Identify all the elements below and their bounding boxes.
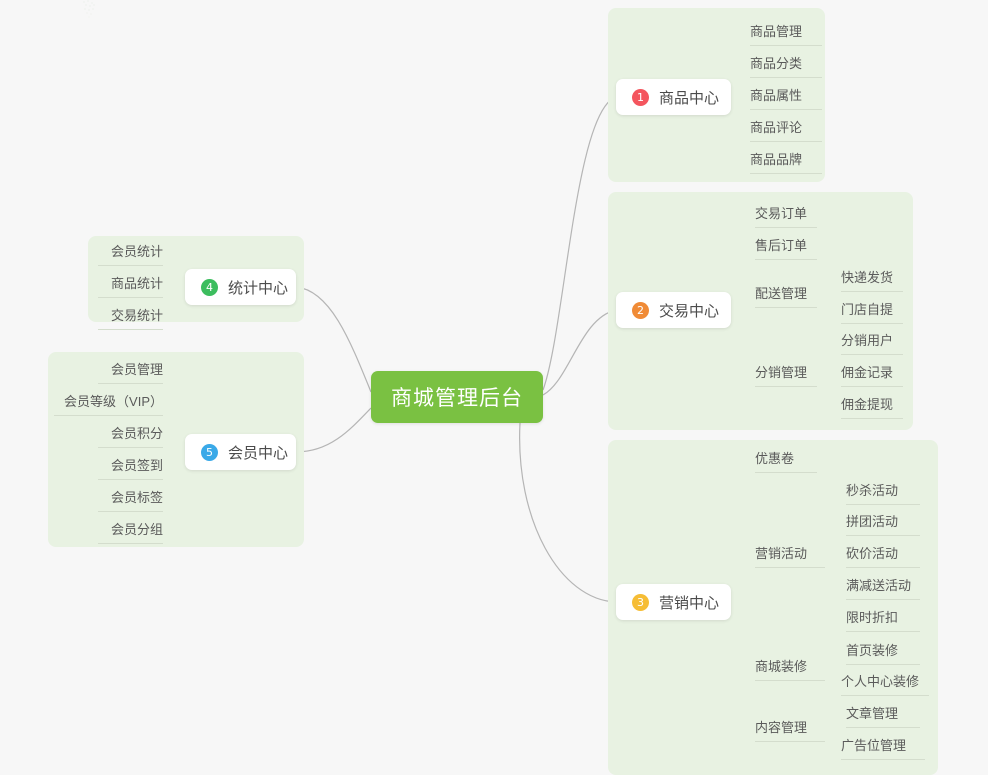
leaf-b1-2[interactable]: 商品属性 [750,88,822,110]
branch-node-4[interactable]: 4 统计中心 [185,269,296,305]
link-root-to-branch-5 [295,407,372,453]
leaf-b3-1-3[interactable]: 满减送活动 [846,578,920,600]
link-root-to-branch-3 [519,422,617,603]
leaf-b1-1[interactable]: 商品分类 [750,56,822,78]
leaf-b3-0[interactable]: 优惠卷 [755,451,817,473]
branch-label-5: 会员中心 [228,444,289,462]
branch-badge-3: 3 [632,593,649,611]
leaf-b2-3-2[interactable]: 佣金提现 [841,397,903,419]
leaf-b4-1[interactable]: 商品统计 [98,276,163,298]
leaf-b5-0[interactable]: 会员管理 [98,362,163,384]
leaf-b5-3[interactable]: 会员签到 [98,458,163,480]
branch-badge-1: 1 [632,88,649,106]
branch-node-3[interactable]: 3 营销中心 [616,584,731,620]
branch-node-2[interactable]: 2 交易中心 [616,292,731,328]
leaf-b1-4[interactable]: 商品品牌 [750,152,822,174]
leaf-b5-5[interactable]: 会员分组 [98,522,163,544]
branch-badge-4: 4 [201,278,218,296]
leaf-b4-2[interactable]: 交易统计 [98,308,163,330]
branch-node-5[interactable]: 5 会员中心 [185,434,296,470]
leaf-b3-2-0[interactable]: 首页装修 [846,643,920,665]
leaf-b2-2[interactable]: 配送管理 [755,286,817,308]
branch-label-4: 统计中心 [228,279,289,297]
branch-label-1: 商品中心 [659,89,720,107]
leaf-b3-1[interactable]: 营销活动 [755,546,825,568]
leaf-b2-3-1[interactable]: 佣金记录 [841,365,903,387]
leaf-b2-0[interactable]: 交易订单 [755,206,817,228]
leaf-b3-1-0[interactable]: 秒杀活动 [846,483,920,505]
leaf-b2-2-1[interactable]: 门店自提 [841,302,903,324]
link-root-to-branch-1 [542,96,617,391]
branch-label-2: 交易中心 [659,302,720,320]
leaf-b3-3-0[interactable]: 文章管理 [846,706,920,728]
leaf-b1-3[interactable]: 商品评论 [750,120,822,142]
leaf-b3-3-1[interactable]: 广告位管理 [841,738,925,760]
leaf-b2-3-0[interactable]: 分销用户 [841,333,903,355]
root-node-label: 商城管理后台 [391,387,523,410]
leaf-b5-1[interactable]: 会员等级（VIP） [54,394,163,416]
branch-badge-2: 2 [632,301,649,319]
leaf-b2-2-0[interactable]: 快递发货 [841,270,903,292]
branch-label-3: 营销中心 [659,594,720,612]
link-root-to-branch-4 [295,286,372,393]
root-node[interactable]: 商城管理后台 [371,371,543,423]
watermark-artifact [83,0,95,18]
leaf-b3-2[interactable]: 商城装修 [755,659,825,681]
leaf-b3-1-1[interactable]: 拼团活动 [846,514,920,536]
leaf-b5-2[interactable]: 会员积分 [98,426,163,448]
leaf-b3-1-2[interactable]: 砍价活动 [846,546,920,568]
branch-badge-5: 5 [201,443,218,461]
leaf-b2-3[interactable]: 分销管理 [755,365,817,387]
leaf-b3-3[interactable]: 内容管理 [755,720,825,742]
leaf-b5-4[interactable]: 会员标签 [98,490,163,512]
leaf-b2-1[interactable]: 售后订单 [755,238,817,260]
leaf-b3-2-1[interactable]: 个人中心装修 [841,674,929,696]
link-root-to-branch-2 [542,309,617,396]
leaf-b3-1-4[interactable]: 限时折扣 [846,610,920,632]
leaf-b4-0[interactable]: 会员统计 [98,244,163,266]
branch-node-1[interactable]: 1 商品中心 [616,79,731,115]
leaf-b1-0[interactable]: 商品管理 [750,24,822,46]
